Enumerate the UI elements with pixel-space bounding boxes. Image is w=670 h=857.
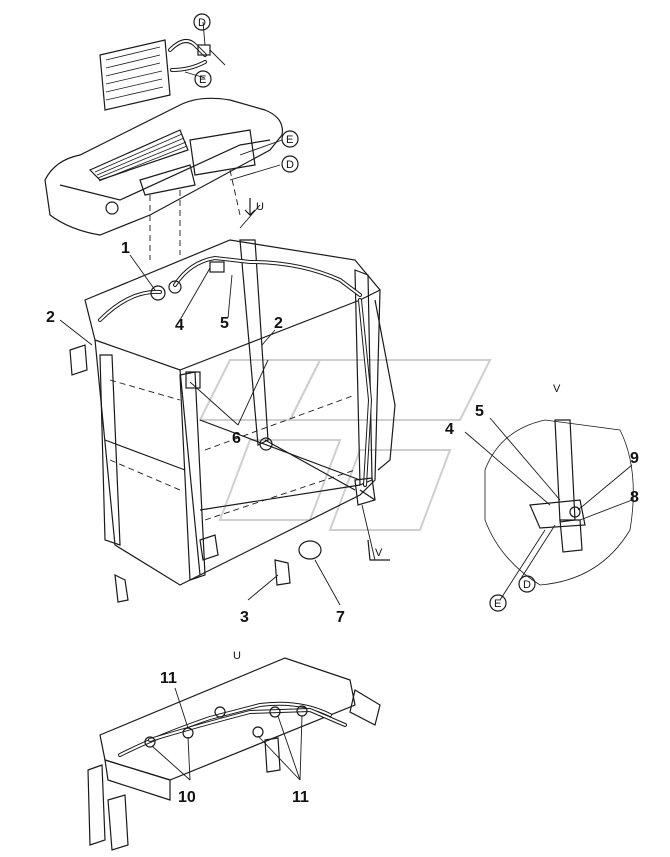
callout-1: 1 xyxy=(121,240,130,257)
leader-lines xyxy=(59,21,633,781)
ref-e-roof: E xyxy=(286,134,293,146)
ref-u-arrow: U xyxy=(256,201,264,213)
ref-v-detail-title: V xyxy=(553,383,561,395)
callout-11-bottom: 11 xyxy=(292,789,309,806)
ref-e-top: E xyxy=(199,74,206,86)
ref-v-main: V xyxy=(375,547,383,559)
callout-5-detail: 5 xyxy=(475,403,484,420)
cab-frame xyxy=(69,239,396,586)
callout-4-main: 4 xyxy=(175,317,184,334)
callout-3: 3 xyxy=(240,609,249,626)
callout-2-left: 2 xyxy=(46,309,55,326)
detail-v-view xyxy=(484,419,634,586)
callout-8: 8 xyxy=(630,489,639,506)
callout-11-top: 11 xyxy=(160,670,177,687)
bottom-assembly xyxy=(87,657,381,851)
heater-unit xyxy=(99,39,226,111)
callout-9: 9 xyxy=(630,450,639,467)
ref-d-roof: D xyxy=(286,159,294,171)
callout-7: 7 xyxy=(336,609,345,626)
reference-letters: D E E D U V V D E U xyxy=(193,13,561,662)
watermark-logo xyxy=(198,359,492,531)
callout-4-detail: 4 xyxy=(445,421,454,438)
callout-2-right: 2 xyxy=(274,315,283,332)
ref-e-detail: E xyxy=(494,598,501,610)
hose-routing xyxy=(98,255,376,603)
ref-u-bottom-title: U xyxy=(233,650,241,662)
callout-5-main: 5 xyxy=(220,315,229,332)
roof-panel xyxy=(44,97,283,260)
callout-10: 10 xyxy=(178,789,196,806)
ref-d-detail: D xyxy=(523,579,531,591)
callout-6: 6 xyxy=(232,430,241,447)
callout-numbers: 1 2 2 3 4 4 5 5 6 7 8 9 10 11 11 xyxy=(46,240,639,806)
ref-d-top: D xyxy=(198,17,206,29)
